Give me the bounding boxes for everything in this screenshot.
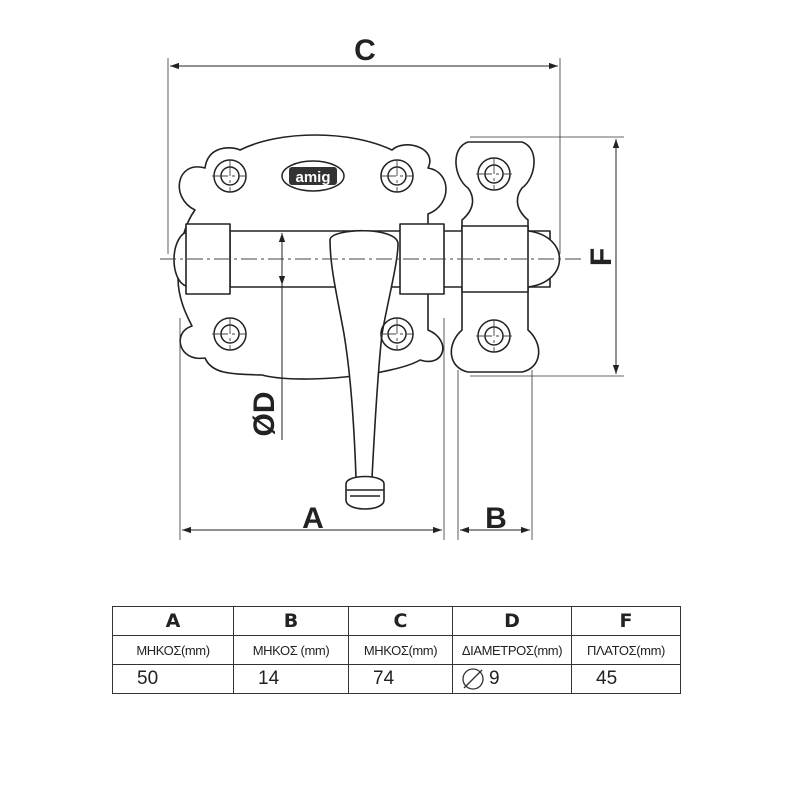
subheader-d: ΔΙΑΜΕΤΡΟΣ(mm): [452, 635, 572, 665]
header-d: D: [452, 606, 572, 636]
value-d-cell: 9: [452, 664, 572, 694]
table-subheader-row: ΜΗΚΟΣ(mm) ΜΗΚΟΣ (mm) ΜΗΚΟΣ(mm) ΔΙΑΜΕΤΡΟΣ…: [112, 635, 681, 665]
subheader-f: ΠΛΑΤΟΣ(mm): [571, 635, 681, 665]
header-f: F: [571, 606, 681, 636]
dim-b-label: B: [485, 502, 507, 535]
dim-a-label: A: [302, 502, 324, 535]
base-plate: [177, 134, 447, 380]
dim-d-label: ØD: [248, 392, 281, 437]
value-c: 74: [348, 664, 453, 694]
value-b: 14: [233, 664, 349, 694]
handle-knob: [345, 475, 385, 510]
extension-lines: [167, 58, 624, 540]
dim-f-label: F: [585, 248, 618, 266]
subheader-a: ΜΗΚΟΣ(mm): [112, 635, 234, 665]
dimension-lines: [170, 62, 620, 534]
value-d: 9: [489, 668, 500, 690]
keeper-plate: [450, 141, 540, 373]
amig-logo: amig: [281, 160, 345, 192]
subheader-c: ΜΗΚΟΣ(mm): [348, 635, 453, 665]
value-f: 45: [571, 664, 681, 694]
bolt-handle: [329, 229, 399, 479]
dim-c-label: C: [354, 34, 376, 67]
header-b: B: [233, 606, 349, 636]
value-a: 50: [112, 664, 234, 694]
latch-technical-drawing: amig C A B F ØD: [160, 34, 624, 540]
header-c: C: [348, 606, 453, 636]
table-header-row: A B C D F: [112, 606, 681, 636]
header-a: A: [112, 606, 234, 636]
dimensions-table: A B C D F ΜΗΚΟΣ(mm) ΜΗΚΟΣ (mm) ΜΗΚΟΣ(mm)…: [112, 606, 681, 694]
table-values-row: 50 14 74 9 45: [112, 664, 681, 694]
subheader-b: ΜΗΚΟΣ (mm): [233, 635, 349, 665]
logo-text: amig: [295, 169, 330, 186]
diameter-icon: [462, 668, 484, 690]
center-lines: [160, 158, 585, 352]
